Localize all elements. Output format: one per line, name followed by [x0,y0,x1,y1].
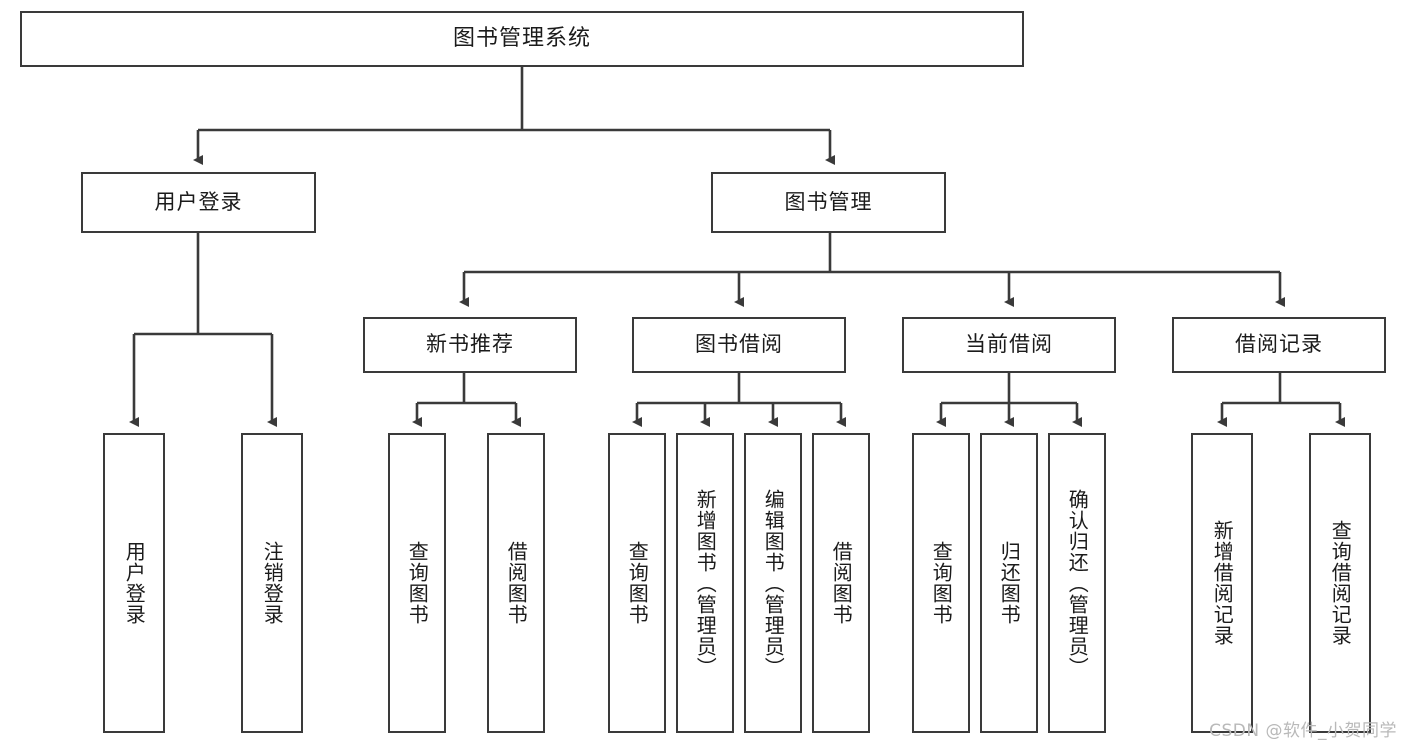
node-leaf-query-book-2-label: 查询图书 [625,541,650,625]
node-leaf-query-record[interactable]: 查询借阅记录 [1309,433,1371,733]
node-leaf-add-book[interactable]: 新增图书（管理员） [676,433,734,733]
node-borrow-record-label: 借阅记录 [1235,332,1323,357]
node-current-borrow-label: 当前借阅 [965,332,1053,357]
node-book-borrow-label: 图书借阅 [695,332,783,357]
node-leaf-query-record-label: 查询借阅记录 [1328,520,1353,646]
node-leaf-confirm-return-label: 确认归还（管理员） [1065,488,1090,678]
node-current-borrow[interactable]: 当前借阅 [902,317,1116,373]
node-leaf-user-logout-label: 注销登录 [260,541,285,625]
node-leaf-confirm-return[interactable]: 确认归还（管理员） [1048,433,1106,733]
node-leaf-query-book-1[interactable]: 查询图书 [388,433,446,733]
node-leaf-borrow-book-1-label: 借阅图书 [504,541,529,625]
node-user-login-label: 用户登录 [154,189,243,214]
node-leaf-query-book-3-label: 查询图书 [929,541,954,625]
node-user-login[interactable]: 用户登录 [81,172,316,233]
node-leaf-return-book-label: 归还图书 [997,541,1022,625]
node-root[interactable]: 图书管理系统 [20,11,1024,67]
node-new-book-recommend-label: 新书推荐 [426,332,514,357]
node-book-manage-label: 图书管理 [784,189,873,214]
node-leaf-add-record-label: 新增借阅记录 [1210,520,1235,646]
node-leaf-return-book[interactable]: 归还图书 [980,433,1038,733]
node-root-label: 图书管理系统 [452,25,591,51]
node-leaf-add-record[interactable]: 新增借阅记录 [1191,433,1253,733]
node-leaf-user-login-label: 用户登录 [122,541,147,625]
node-leaf-query-book-2[interactable]: 查询图书 [608,433,666,733]
node-leaf-edit-book-label: 编辑图书（管理员） [761,488,786,678]
node-leaf-user-logout[interactable]: 注销登录 [241,433,303,733]
node-leaf-borrow-book-2-label: 借阅图书 [829,541,854,625]
node-book-borrow[interactable]: 图书借阅 [632,317,846,373]
node-leaf-add-book-label: 新增图书（管理员） [693,488,718,678]
node-book-manage[interactable]: 图书管理 [711,172,946,233]
node-leaf-query-book-3[interactable]: 查询图书 [912,433,970,733]
node-leaf-edit-book[interactable]: 编辑图书（管理员） [744,433,802,733]
node-leaf-user-login[interactable]: 用户登录 [103,433,165,733]
node-new-book-recommend[interactable]: 新书推荐 [363,317,577,373]
node-leaf-query-book-1-label: 查询图书 [405,541,430,625]
node-leaf-borrow-book-1[interactable]: 借阅图书 [487,433,545,733]
node-leaf-borrow-book-2[interactable]: 借阅图书 [812,433,870,733]
node-borrow-record[interactable]: 借阅记录 [1172,317,1386,373]
